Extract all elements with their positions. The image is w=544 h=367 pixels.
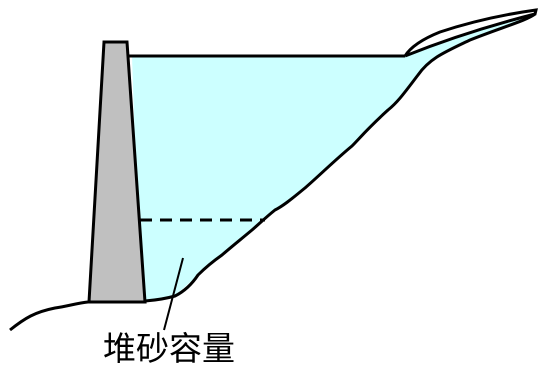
upper-river-bank — [403, 8, 538, 58]
label-leader-line — [163, 257, 184, 331]
sediment-capacity-label: 堆砂容量 — [103, 329, 235, 367]
reservoir-bed — [144, 12, 536, 303]
ground-left — [9, 300, 89, 332]
dam-body — [87, 40, 147, 304]
reservoir-water — [130, 14, 535, 301]
